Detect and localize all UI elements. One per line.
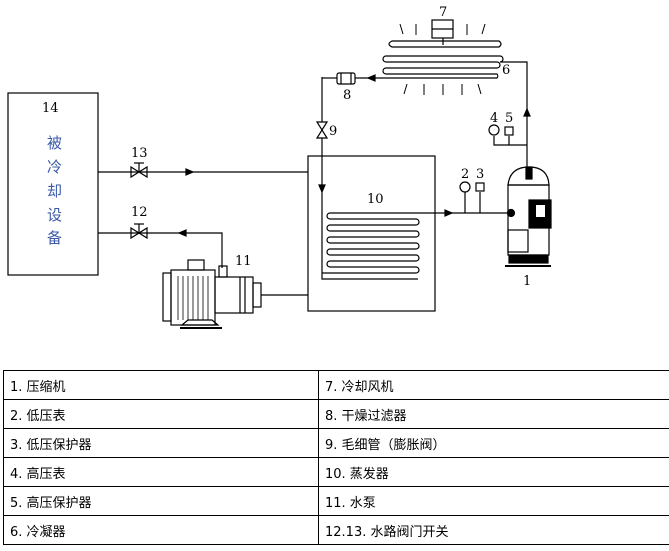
equipment-name: 被 冷 却 设 备 [47, 134, 62, 247]
supply-water-pipe [98, 232, 223, 268]
label-3: 3 [476, 167, 484, 182]
legend-item: 1. 压缩机 [3, 370, 319, 400]
flow-arrow-icon [185, 168, 195, 176]
cooled-equipment-box [7, 92, 99, 276]
capillary-line [321, 77, 418, 280]
label-1: 1 [523, 274, 531, 289]
legend-item: 12.13. 水路阀门开关 [318, 515, 669, 545]
label-14: 14 [42, 101, 59, 116]
refrigeration-diagram: 14 被 冷 却 设 备 13 12 11 10 2 [7, 5, 552, 329]
compressor-icon [505, 166, 552, 267]
condenser-coil-icon [360, 55, 504, 79]
label-10: 10 [367, 192, 384, 207]
legend-item: 5. 高压保护器 [3, 486, 319, 516]
filter-drier-icon [336, 72, 356, 85]
legend-item: 10. 蒸发器 [318, 457, 669, 487]
label-13: 13 [131, 146, 148, 161]
evaporator-coil-icon [322, 212, 420, 274]
low-pressure-gauge-icon [459, 181, 471, 193]
equipment-char: 设 [47, 206, 62, 224]
valve-13-icon [130, 162, 148, 179]
cooling-fan-icon [388, 19, 502, 48]
label-6: 6 [502, 63, 510, 78]
evaporator-tank [307, 155, 436, 312]
legend-item: 8. 干燥过滤器 [318, 399, 669, 429]
high-pressure-switch-icon [504, 126, 514, 136]
label-11: 11 [235, 254, 252, 269]
label-5: 5 [505, 111, 513, 126]
flow-arrow-icon [318, 184, 326, 194]
discharge-line [500, 61, 528, 167]
label-8: 8 [343, 88, 351, 103]
legend-item: 9. 毛细管（膨胀阀） [318, 428, 669, 458]
expansion-valve-icon [315, 121, 329, 139]
legend-item: 7. 冷却风机 [318, 370, 669, 400]
legend-item: 2. 低压表 [3, 399, 319, 429]
label-7: 7 [439, 5, 447, 20]
label-4: 4 [490, 111, 498, 126]
flow-arrow-icon [523, 107, 531, 117]
flow-arrow-icon [366, 74, 376, 82]
high-pressure-gauge-icon [488, 124, 500, 136]
low-pressure-switch-icon [475, 182, 485, 192]
legend-item: 6. 冷凝器 [3, 515, 319, 545]
label-12: 12 [131, 205, 148, 220]
legend-item: 11. 水泵 [318, 486, 669, 516]
valve-12-icon [130, 223, 148, 240]
equipment-char: 冷 [47, 158, 62, 176]
label-2: 2 [461, 167, 469, 182]
airflow-arrows-icon [399, 23, 486, 95]
equipment-char: 却 [47, 182, 62, 200]
flow-arrow-icon [444, 209, 454, 217]
legend-item: 4. 高压表 [3, 457, 319, 487]
flow-arrow-icon [177, 229, 187, 237]
water-pump-icon [162, 259, 262, 329]
equipment-char: 被 [47, 134, 62, 152]
legend-item: 3. 低压保护器 [3, 428, 319, 458]
label-9: 9 [329, 124, 337, 139]
equipment-char: 备 [47, 229, 62, 247]
